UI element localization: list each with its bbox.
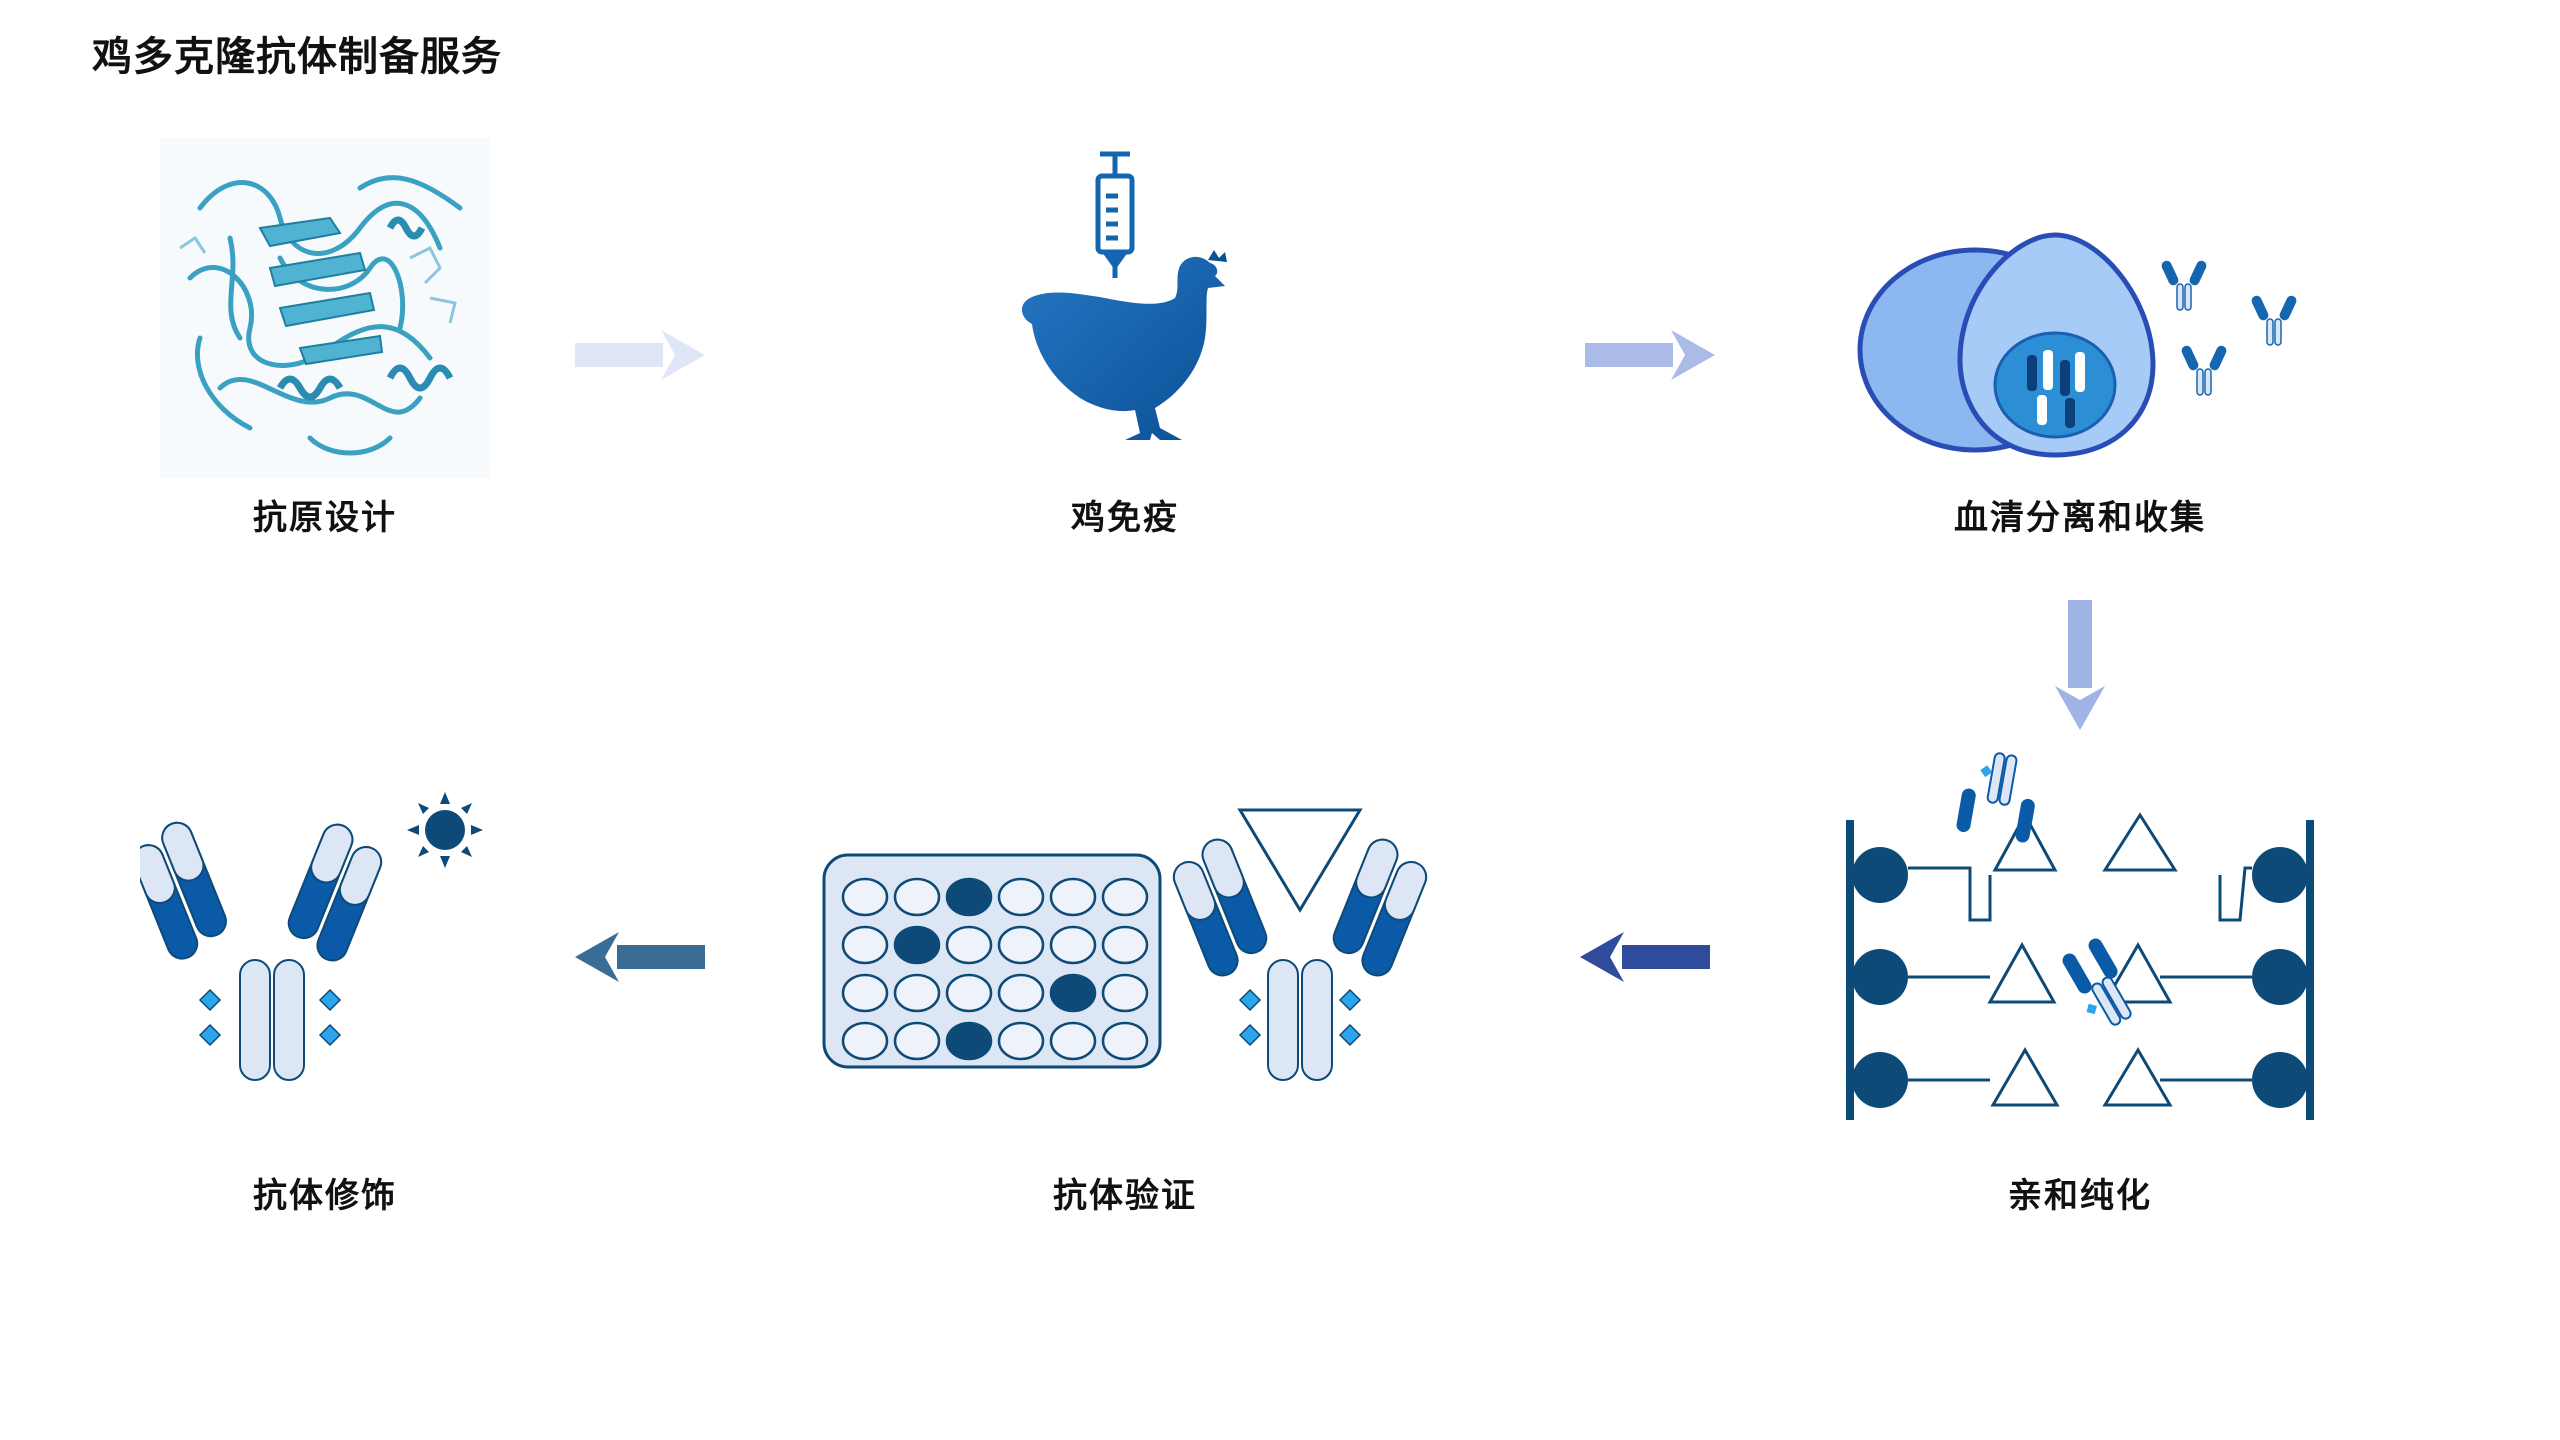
arrow-left-icon <box>575 932 705 982</box>
syringe-icon <box>1095 151 1135 278</box>
antibody-icon <box>2181 345 2227 396</box>
labeled-antibody-icon <box>140 790 500 1090</box>
page-title: 鸡多克隆抗体制备服务 <box>92 34 502 80</box>
step-label-antibody-validation: 抗体验证 <box>1053 1176 1197 1216</box>
protein-structure-icon <box>160 138 490 478</box>
affinity-column-icon <box>1840 740 2320 1130</box>
sun-label-icon <box>407 792 483 868</box>
step-label-serum-separation: 血清分离和收集 <box>1954 498 2206 538</box>
step-label-antibody-modification: 抗体修饰 <box>253 1176 397 1216</box>
arrow-right-icon <box>575 330 705 380</box>
antibody-icon <box>2161 260 2207 311</box>
chicken-syringe-icon <box>1010 148 1240 458</box>
arrow-left-icon <box>1580 932 1710 982</box>
arrow-right-icon <box>1585 330 1715 380</box>
antibody-icon <box>2251 295 2297 346</box>
well-plate-antibody-icon <box>820 805 1440 1085</box>
step-label-affinity-purification: 亲和纯化 <box>2008 1176 2152 1216</box>
step-label-antigen-design: 抗原设计 <box>253 498 397 538</box>
eggs-antibodies-icon <box>1855 230 2335 460</box>
step-label-chicken-immunization: 鸡免疫 <box>1071 498 1179 538</box>
arrow-down-icon <box>2055 600 2105 730</box>
